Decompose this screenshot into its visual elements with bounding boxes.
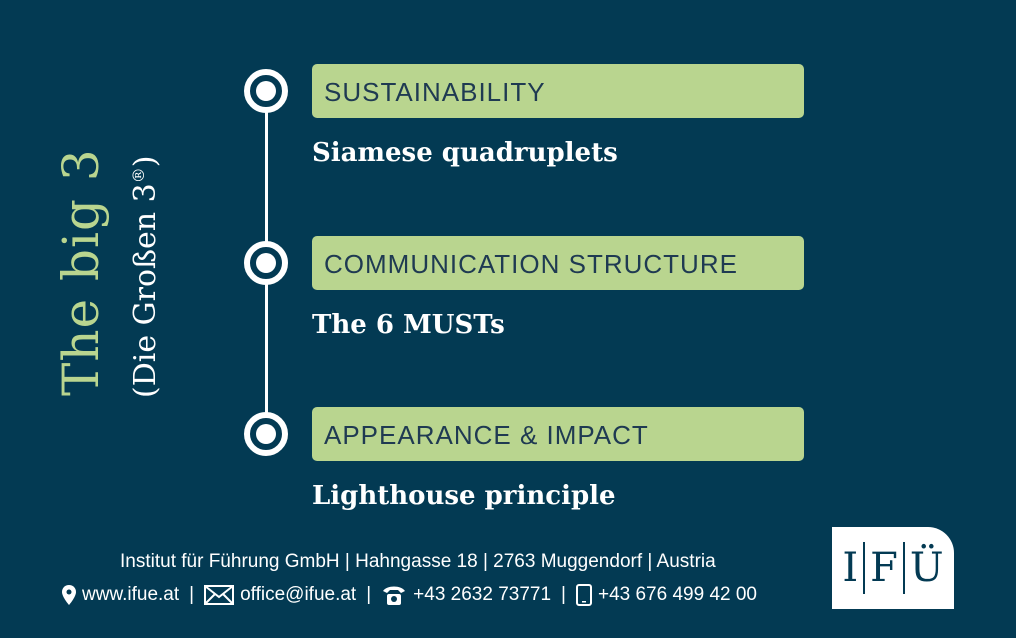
email-link[interactable]: office@ifue.at (240, 584, 357, 605)
mobile-number: +43 676 499 42 00 (597, 584, 757, 605)
telephone-icon (383, 586, 406, 605)
logo-letter: Ü (909, 545, 944, 591)
item-text: The 6 MUSTs (312, 310, 505, 340)
timeline-node-icon (244, 69, 288, 113)
separator: | (366, 584, 372, 605)
address: Institut für Führung GmbH | Hahngasse 18… (120, 551, 716, 572)
subtitle-text: (Die Großen 3 (128, 183, 163, 398)
separator: | (561, 584, 566, 605)
item-heading: SUSTAINABILITY (312, 64, 804, 118)
phone-number: +43 2632 73771 (413, 584, 552, 605)
title: The big 3 (52, 148, 110, 396)
subtitle-close: ) (128, 155, 163, 168)
separator: | (189, 584, 195, 605)
mobile-phone-icon (575, 584, 592, 606)
envelope-icon (204, 585, 235, 605)
item-heading: APPEARANCE & IMPACT (312, 407, 804, 461)
logo-letter: F (870, 545, 898, 591)
registered-mark: ® (129, 167, 148, 184)
ifue-logo: I F Ü (832, 527, 954, 609)
timeline-node-icon (244, 241, 288, 285)
website-link[interactable]: www.ifue.at (82, 584, 180, 605)
logo-letter: I (842, 545, 859, 591)
timeline-node-icon (244, 412, 288, 456)
item-text: Lighthouse principle (312, 481, 616, 511)
subtitle: (Die Großen 3®) (128, 156, 163, 398)
item-text: Siamese quadruplets (312, 138, 618, 168)
contact-line: www.ifue.at | office@ifue.at | +43 2632 … (62, 584, 757, 606)
item-heading: COMMUNICATION STRUCTURE (312, 236, 804, 290)
location-pin-icon (62, 585, 76, 605)
